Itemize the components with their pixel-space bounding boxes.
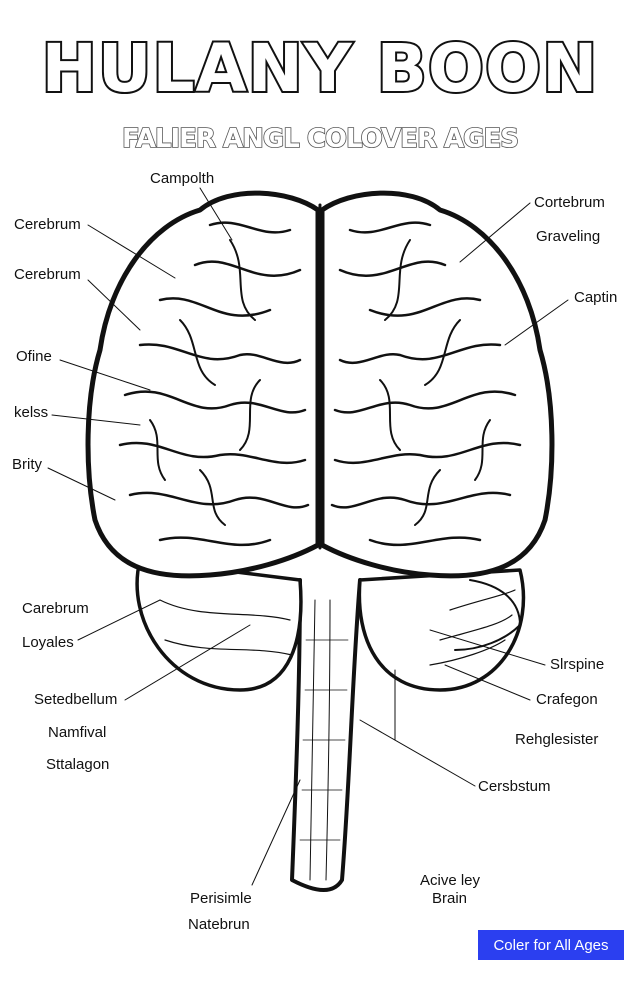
cerebellum-right bbox=[357, 568, 526, 692]
label-setedbellum: Setedbellum bbox=[34, 691, 118, 708]
label-cersbstum: Cersbstum bbox=[478, 778, 551, 795]
label-acive-ley: Acive ley bbox=[420, 872, 481, 889]
label-campolth: Campolth bbox=[150, 170, 215, 187]
label-natebrun: Natebrun bbox=[188, 916, 250, 933]
label-stalagon: Sttalagon bbox=[46, 756, 110, 773]
label-cerebrum-2: Cerebrum bbox=[14, 266, 81, 283]
label-ofine: Ofine bbox=[16, 348, 52, 365]
label-cortebrum: Cortebrum bbox=[534, 194, 605, 211]
page-subtitle: FALIER ANGL COLOVER AGES bbox=[121, 123, 520, 155]
right-hemisphere bbox=[319, 190, 555, 579]
label-loyales: Loyales bbox=[22, 634, 74, 651]
label-rehglesister: Rehglesister bbox=[515, 731, 599, 748]
label-kelss: kelss bbox=[14, 404, 49, 421]
page-title: HULANY BOON bbox=[40, 30, 600, 107]
label-carebrum: Carebrum bbox=[22, 600, 89, 617]
longitudinal-fissure bbox=[317, 203, 323, 550]
age-badge: Coler for All Ages bbox=[478, 930, 624, 960]
left-hemisphere bbox=[85, 190, 321, 579]
label-slrspine: Slrspine bbox=[550, 656, 605, 673]
label-captin: Captin bbox=[574, 289, 618, 306]
label-brity: Brity bbox=[12, 456, 42, 473]
brain-stem bbox=[290, 578, 362, 892]
label-namfival: Namfival bbox=[48, 724, 107, 741]
label-crafegon: Crafegon bbox=[536, 691, 598, 708]
label-graveling: Graveling bbox=[536, 228, 601, 245]
label-brain: Brain bbox=[432, 890, 468, 907]
label-perisimle: Perisimle bbox=[190, 890, 252, 907]
cerebellum-left bbox=[135, 558, 303, 692]
label-cerebrum-1: Cerebrum bbox=[14, 216, 81, 233]
